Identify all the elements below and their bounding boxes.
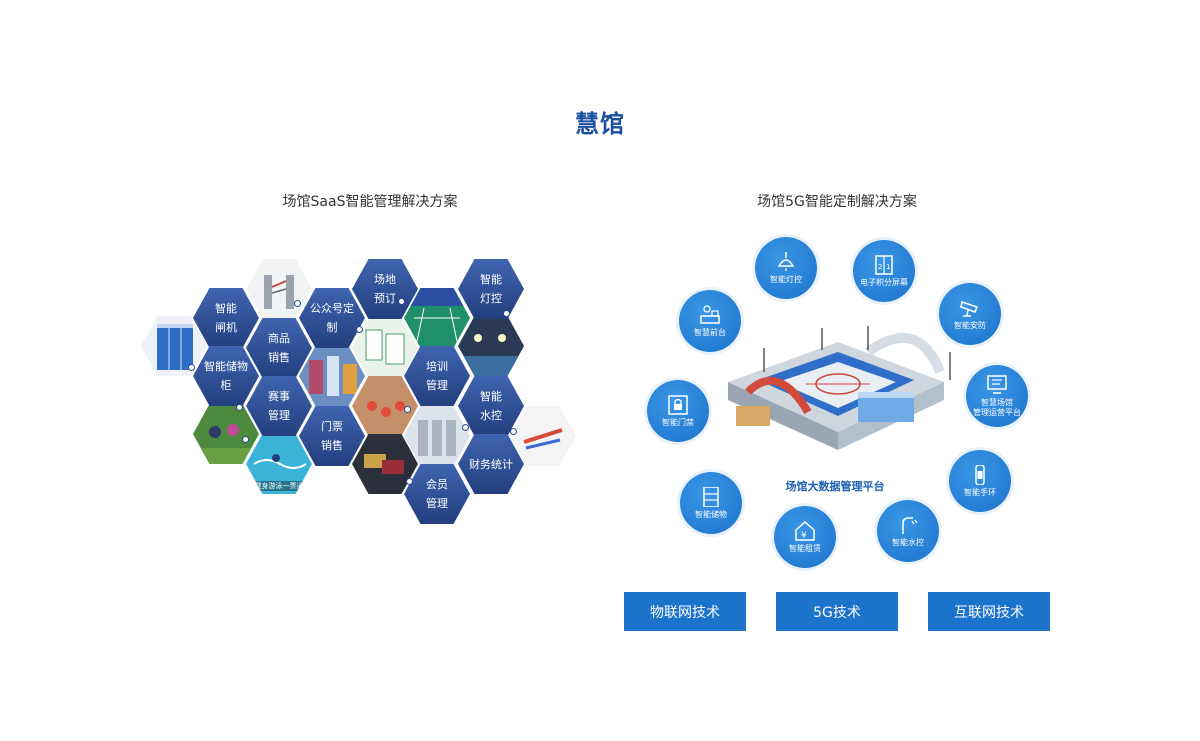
internet-tech-button[interactable]: 互联网技术: [928, 592, 1050, 631]
connector-dot: [404, 406, 411, 413]
hex-smart-locker[interactable]: 智能储物柜: [193, 346, 259, 406]
node-smart-security[interactable]: 智能安防: [939, 283, 1001, 345]
node-smart-storage[interactable]: 智能储物: [680, 472, 742, 534]
node-smart-wristband[interactable]: 智能手环: [949, 450, 1011, 512]
node-smart-lighting[interactable]: 智能灯控: [755, 237, 817, 299]
hex-member-management[interactable]: 会员管理: [404, 464, 470, 524]
svg-text:2: 2: [878, 263, 882, 271]
connector-dot: [356, 326, 363, 333]
wristband-icon: [975, 464, 985, 485]
5g-solution-title: 场馆5G智能定制解决方案: [757, 194, 917, 210]
svg-text:1: 1: [886, 263, 890, 271]
5g-tech-button[interactable]: 5G技术: [776, 592, 898, 631]
platform-center-label: 场馆大数据管理平台: [785, 480, 885, 493]
ceiling-lamp-icon: [777, 251, 795, 271]
page-title: 慧馆: [575, 110, 625, 138]
swimming-photo: 健身游泳一票通: [246, 434, 312, 494]
hex-event-management[interactable]: 赛事管理: [246, 376, 312, 436]
connector-dot: [406, 478, 413, 485]
node-electronic-scoreboard[interactable]: 2 1 电子积分屏幕: [853, 240, 915, 302]
hex-wechat-custom[interactable]: 公众号定制: [299, 288, 365, 348]
shopping-mall-photo: [299, 346, 365, 406]
shower-icon: [902, 516, 918, 534]
locker-photo: [141, 316, 207, 376]
connector-dot: [510, 428, 517, 435]
hex-goods-sales[interactable]: 商品销售: [246, 318, 312, 378]
gate-photo: [246, 259, 312, 319]
lock-icon: [668, 394, 688, 415]
connector-dot: [462, 424, 469, 431]
water-room-photo: [404, 406, 470, 466]
connector-dot: [188, 364, 195, 371]
monitor-icon: [987, 374, 1007, 394]
node-smart-access[interactable]: 智能门禁: [647, 380, 709, 442]
swim-photo-caption: 健身游泳一票通: [246, 481, 312, 491]
scoreboard-icon: 2 1: [875, 254, 893, 275]
connector-dot: [398, 298, 405, 305]
connector-dot: [236, 404, 243, 411]
hex-smart-lighting[interactable]: 智能灯控: [458, 259, 524, 319]
badminton-court-photo: [404, 288, 470, 348]
node-smart-front-desk[interactable]: 智慧前台: [679, 290, 741, 352]
node-venue-operation-platform[interactable]: 智慧场馆 管理运营平台: [966, 365, 1028, 427]
connector-dot: [503, 310, 510, 317]
hex-venue-booking[interactable]: 场地预订: [352, 259, 418, 319]
sports-crowd-photo: [193, 404, 259, 464]
node-smart-rental[interactable]: ¥ 智能租赁: [774, 506, 836, 568]
hex-ticket-sales[interactable]: 门票销售: [299, 406, 365, 466]
node-smart-water-control[interactable]: 智能水控: [877, 500, 939, 562]
finance-pens-photo: [510, 406, 576, 466]
court-lights-photo: [458, 316, 524, 376]
iot-tech-button[interactable]: 物联网技术: [624, 592, 746, 631]
hex-finance-statistics[interactable]: 财务统计: [458, 434, 524, 494]
stadium-illustration: [728, 326, 951, 450]
connector-dot: [294, 300, 301, 307]
wechat-screens-photo: [352, 318, 418, 378]
hex-training-management[interactable]: 培训管理: [404, 346, 470, 406]
hex-smart-water[interactable]: 智能水控: [458, 376, 524, 436]
house-yen-icon: ¥: [795, 520, 815, 541]
reception-desk-icon: [700, 304, 720, 324]
cabinet-icon: [703, 486, 719, 507]
hex-smart-gate[interactable]: 智能闸机: [193, 288, 259, 348]
saas-solution-title: 场馆SaaS智能管理解决方案: [282, 194, 458, 210]
cctv-camera-icon: [960, 300, 978, 317]
connector-dot: [242, 436, 249, 443]
svg-text:¥: ¥: [801, 531, 807, 541]
